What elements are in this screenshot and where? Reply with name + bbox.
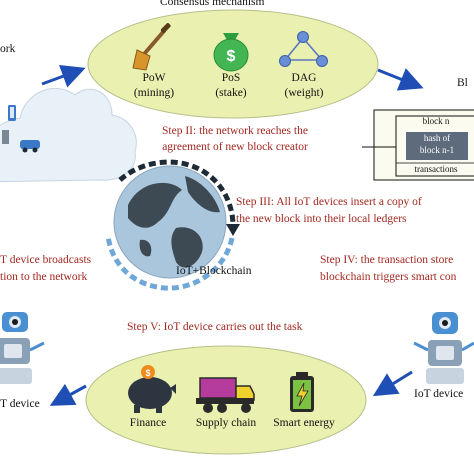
center-label: IoT+Blockchain	[176, 265, 252, 277]
cloud-label: ork	[0, 43, 16, 55]
arrow-cloud-to-consensus	[41, 64, 86, 88]
block-name: block n	[422, 116, 450, 126]
shovel-icon	[132, 23, 171, 71]
money-bag-icon: $	[213, 33, 249, 72]
step3-line1: Step III: All IoT devices insert a copy …	[236, 196, 422, 208]
dag-label: DAG	[291, 72, 317, 84]
smart-energy-label: Smart energy	[273, 417, 335, 429]
step2-line1: Step II: the network reaches the	[162, 125, 308, 137]
piggy-bank-icon: $	[128, 365, 176, 413]
supply-chain-label: Supply chain	[195, 417, 257, 429]
svg-text:$: $	[145, 368, 150, 378]
step2-line2: agreement of new block creator	[162, 141, 308, 153]
battery-icon	[290, 372, 314, 412]
right-device-label: IoT device	[414, 388, 464, 400]
svg-text:$: $	[227, 48, 236, 65]
consensus-title: Consensus mechanism	[160, 0, 265, 8]
blockchain-label: Bl	[457, 77, 468, 89]
block-hash-line2: block n-1	[419, 145, 455, 155]
left-device-label: T device	[0, 398, 40, 410]
cloud-icon	[0, 87, 137, 183]
block-hash-line1: hash of	[423, 133, 451, 143]
pow-label: PoW	[142, 72, 166, 84]
dag-sub: (weight)	[284, 87, 324, 99]
block-n-box	[362, 109, 474, 181]
arrow-consensus-to-block	[377, 68, 424, 91]
arrow-task-to-device	[49, 383, 87, 406]
finance-label: Finance	[129, 417, 167, 429]
pos-sub: (stake)	[215, 87, 247, 99]
right-robot-icon	[413, 312, 474, 384]
step3-line2: the new block into their local ledgers	[236, 213, 407, 225]
step5-label: Step V: IoT device carries out the task	[127, 321, 303, 333]
block-transactions: transactions	[414, 164, 458, 174]
left-robot-icon	[0, 312, 45, 384]
step4-line1: Step IV: the transaction store	[320, 254, 454, 266]
step1-line1: T device broadcasts	[0, 254, 92, 266]
pos-label: PoS	[221, 72, 241, 84]
step1-line2: tion to the network	[0, 271, 88, 283]
pow-sub: (mining)	[133, 87, 175, 99]
dag-graph-icon	[279, 31, 328, 67]
globe-icon	[105, 159, 240, 291]
step4-line2: blockchain triggers smart con	[320, 271, 457, 283]
truck-icon	[196, 377, 255, 413]
arrow-device-to-task	[372, 370, 413, 397]
